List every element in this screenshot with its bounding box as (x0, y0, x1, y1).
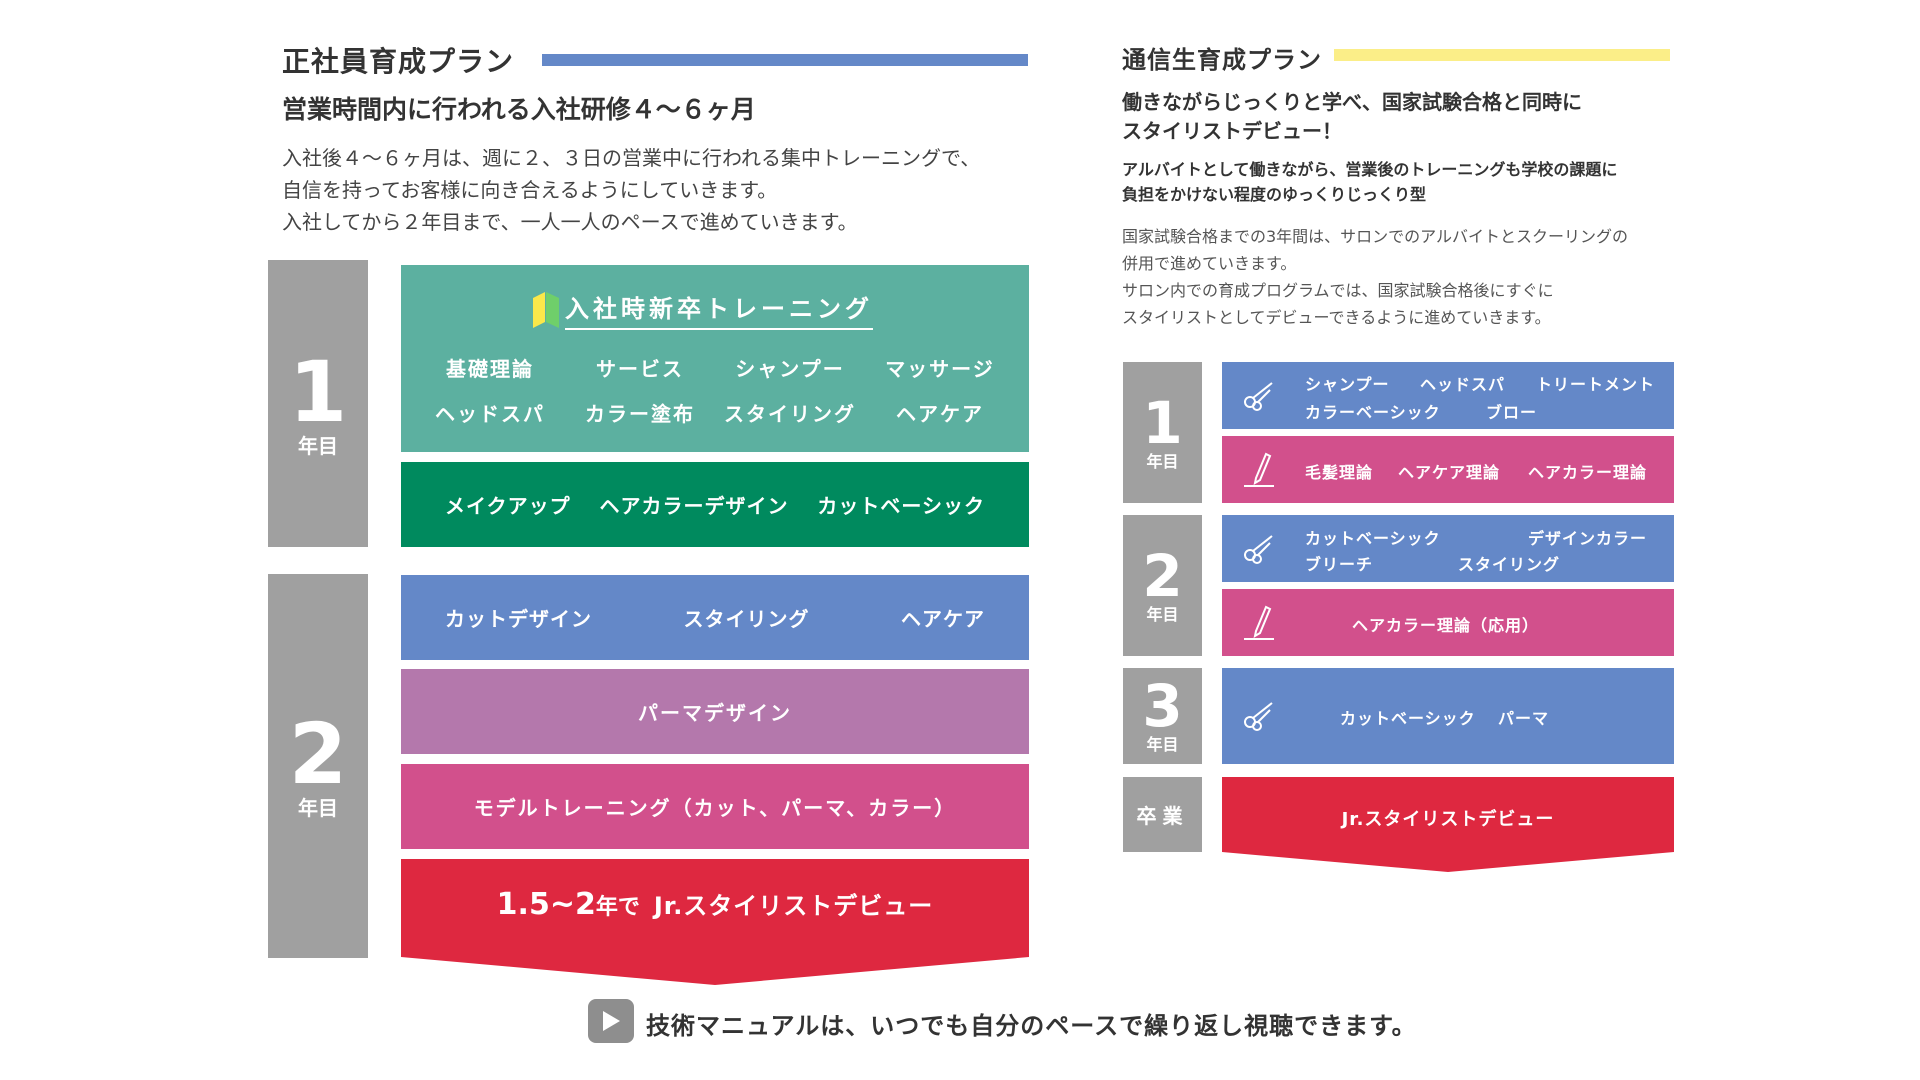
year-number: 1 (288, 342, 348, 441)
left-desc-line: 入社してから２年目まで、一人一人のペースで進めていきます。 (282, 210, 858, 234)
scissors-icon (1244, 382, 1273, 411)
right-plan-description: 国家試験合格までの3年間は、サロンでのアルバイトとスクーリングの 併用で進めてい… (1122, 223, 1628, 331)
new-grad-training-block: 入社時新卒トレーニング 基礎理論 サービス シャンプー マッサージ ヘッドスパ … (401, 265, 1029, 452)
right-desc-line: スタイリストとしてデビューできるように進めていきます。 (1122, 308, 1551, 327)
year-label: 年目 (1146, 451, 1179, 471)
training-item: ヘアケア理論 (1398, 463, 1501, 482)
pencil-icon (1244, 452, 1274, 487)
right-desc-line: 国家試験合格までの3年間は、サロンでのアルバイトとスクーリングの (1122, 227, 1629, 246)
training-item: ヘアカラー理論 (1528, 463, 1648, 482)
training-item: ヘッドスパ (1420, 375, 1506, 394)
training-item: カットベーシック (1305, 529, 1441, 548)
training-item: マッサージ (885, 357, 995, 381)
left-desc-line: 入社後４〜６ヶ月は、週に２、３日の営業中に行われる集中トレーニングで、 (282, 146, 981, 170)
training-item: 毛髪理論 (1305, 463, 1374, 482)
debut-unit: 年で (595, 895, 640, 920)
graduation-label: 卒業 (1136, 804, 1189, 828)
right-title-bar (1334, 49, 1670, 61)
year-number: 3 (1142, 672, 1183, 740)
training-item: シャンプー (735, 357, 845, 381)
training-item: ヘアケア (896, 402, 984, 426)
year-number: 2 (1142, 541, 1183, 610)
right-plan-title: 通信生育成プラン (1122, 46, 1322, 74)
training-item: 基礎理論 (446, 357, 534, 381)
footer-text: 技術マニュアルは、いつでも自分のペースで繰り返し視聴できます。 (646, 1012, 1417, 1040)
left-year-1-column: 1 年目 (268, 260, 368, 547)
model-training-block: モデルトレーニング（カット、パーマ、カラー） (401, 764, 1029, 849)
cut-styling-care-block: カットデザイン スタイリング ヘアケア (401, 575, 1029, 660)
right-y1-practical-block: シャンプー ヘッドスパ トリートメント カラーベーシック ブロー (1222, 362, 1674, 429)
green-items: メイクアップ ヘアカラーデザイン カットベーシック (445, 490, 985, 519)
right-subtitle-line: スタイリストデビュー！ (1122, 119, 1342, 143)
training-item: モデルトレーニング（カット、パーマ、カラー） (473, 796, 957, 820)
makeup-color-cut-block: メイクアップ ヘアカラーデザイン カットベーシック (401, 462, 1029, 547)
training-item: メイクアップ (445, 494, 571, 518)
training-item: ブロー (1486, 403, 1538, 422)
left-year-2-column: 2 年目 (268, 574, 368, 958)
right-y1-theory-block: 毛髪理論 ヘアケア理論 ヘアカラー理論 (1222, 436, 1674, 503)
training-item: ヘアカラーデザイン (599, 494, 789, 518)
left-plan-description: 入社後４〜６ヶ月は、週に２、３日の営業中に行われる集中トレーニングで、 自信を持… (282, 142, 980, 238)
training-item: パーマデザイン (638, 701, 792, 725)
right-subtitle-line: 働きながらじっくりと学べ、国家試験合格と同時に (1122, 90, 1582, 114)
training-item: カラーベーシック (1305, 403, 1441, 422)
left-debut-text: 1.5~2年で Jr.スタイリストデビュー (401, 886, 1029, 922)
scissors-icon (1244, 535, 1273, 564)
right-y2-practical-block: カットベーシック デザインカラー ブリーチ スタイリング (1222, 515, 1674, 582)
new-grad-title-wrap: 入社時新卒トレーニング (531, 289, 873, 330)
year-label: 年目 (298, 796, 338, 820)
training-item: カットデザイン (445, 607, 592, 631)
training-item: スタイリング (683, 607, 810, 631)
training-item: デザインカラー (1528, 529, 1648, 548)
training-item: サービス (596, 357, 684, 381)
right-subtitle2-line: 負担をかけない程度のゆっくりじっくり型 (1122, 185, 1427, 204)
debut-title: Jr.スタイリストデビュー (653, 892, 934, 920)
training-item: パーマ (1498, 709, 1550, 728)
right-desc-line: 併用で進めていきます。 (1122, 254, 1297, 273)
training-item: スタイリング (1458, 555, 1561, 574)
training-item: ヘアケア (901, 607, 985, 631)
right-subtitle2-line: アルバイトとして働きながら、営業後のトレーニングも学校の課題に (1122, 160, 1618, 179)
right-plan-subtitle2: アルバイトとして働きながら、営業後のトレーニングも学校の課題に 負担をかけない程… (1122, 157, 1617, 207)
training-item: スタイリング (724, 402, 856, 426)
perm-design-block: パーマデザイン (401, 669, 1029, 754)
year-label: 年目 (1146, 604, 1179, 624)
training-item: カットベーシック (1340, 709, 1476, 728)
right-desc-line: サロン内での育成プログラムでは、国家試験合格後にすぐに (1122, 281, 1554, 300)
training-item: トリートメント (1536, 375, 1656, 394)
right-year-1-column: 1 年目 (1123, 362, 1202, 503)
year-number: 1 (1142, 388, 1183, 457)
right-debut-text: Jr.スタイリストデビュー (1341, 809, 1555, 830)
beginner-mark-icon (533, 291, 559, 328)
training-item: カラー塗布 (585, 402, 695, 426)
training-item: ブリーチ (1305, 555, 1374, 574)
training-item: ヘアカラー理論（応用） (1352, 616, 1540, 635)
left-debut-chevron (401, 859, 1029, 985)
year-label: 年目 (298, 433, 338, 458)
right-plan-subtitle: 働きながらじっくりと学べ、国家試験合格と同時に スタイリストデビュー！ (1122, 88, 1582, 146)
right-year-2-column: 2 年目 (1123, 515, 1202, 656)
training-item: シャンプー (1305, 375, 1390, 394)
training-item: カットベーシック (817, 494, 985, 518)
play-triangle-icon (603, 1011, 620, 1031)
play-icon[interactable] (588, 999, 634, 1043)
right-graduation-column: 卒業 (1123, 777, 1202, 852)
right-year-3-column: 3 年目 (1123, 668, 1202, 764)
left-title-bar (542, 54, 1028, 66)
year-number: 2 (288, 705, 348, 803)
blue-items: カットデザイン スタイリング ヘアケア (445, 603, 985, 632)
year-label: 年目 (1146, 735, 1179, 754)
left-desc-line: 自信を持ってお客様に向き合えるようにしていきます。 (282, 178, 778, 202)
left-plan-subtitle: 営業時間内に行われる入社研修４〜６ヶ月 (282, 95, 756, 124)
scissors-icon (1244, 702, 1273, 731)
new-grad-items: 基礎理論 サービス シャンプー マッサージ ヘッドスパ カラー塗布 スタイリング… (415, 353, 1015, 427)
right-y2-theory-block: ヘアカラー理論（応用） (1222, 589, 1674, 656)
right-debut-chevron (1222, 777, 1674, 872)
right-y3-practical-block: カットベーシック パーマ (1222, 668, 1674, 764)
pencil-icon (1244, 605, 1274, 640)
new-grad-title: 入社時新卒トレーニング (565, 289, 873, 330)
debut-years: 1.5~2 (496, 887, 596, 922)
left-plan-title: 正社員育成プラン (282, 45, 515, 78)
training-item: ヘッドスパ (435, 402, 545, 426)
